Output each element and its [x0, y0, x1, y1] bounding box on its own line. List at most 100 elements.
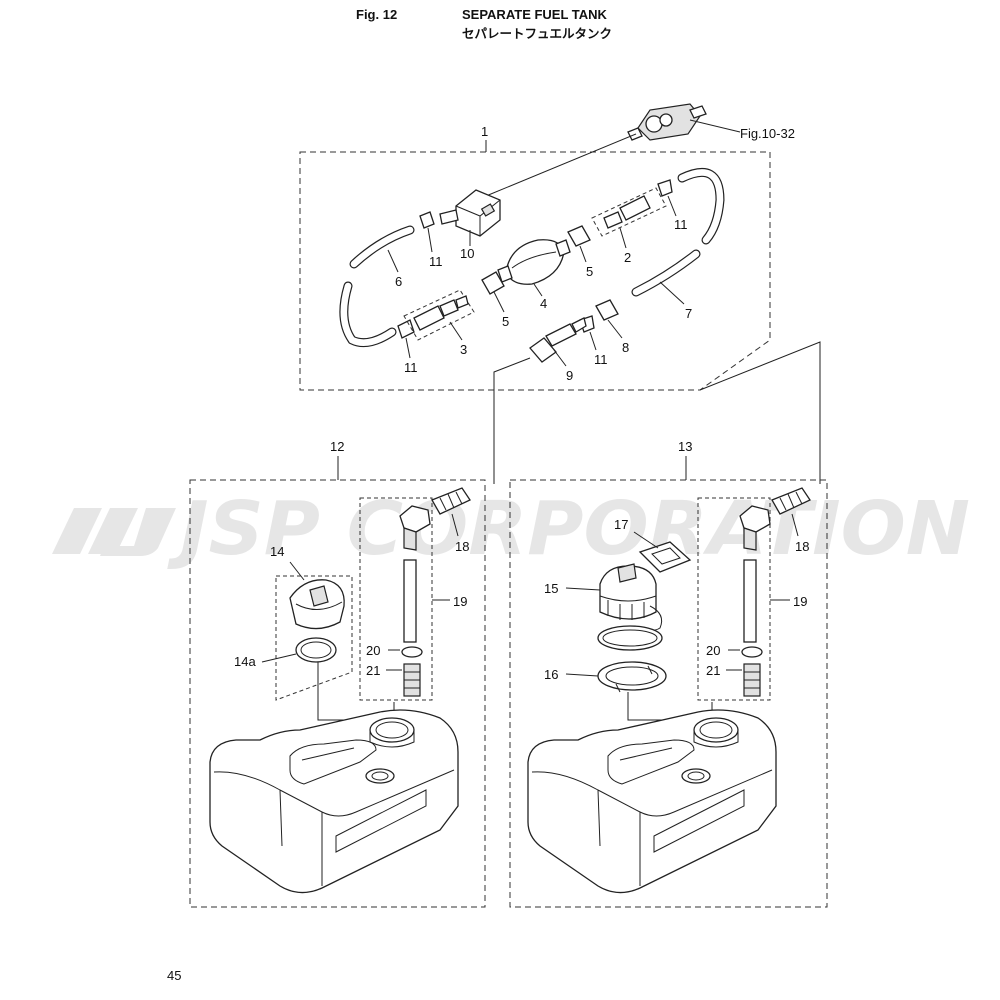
callout-16: 16 [544, 667, 558, 682]
assembly-1-dashed-boundary [299, 151, 771, 391]
leader-16 [565, 673, 599, 677]
leader-14 [289, 561, 305, 581]
callout-11-c: 11 [674, 217, 688, 232]
pickup-12-dashed-boundary [359, 497, 433, 701]
callout-1: 1 [481, 124, 488, 139]
callout-11-a: 11 [429, 254, 443, 269]
tank-13-dashed-boundary [509, 479, 828, 908]
leader-11-a [427, 227, 433, 253]
tank-12-dashed-boundary [189, 479, 486, 908]
callout-8: 8 [622, 340, 629, 355]
callout-18-13: 18 [795, 539, 809, 554]
pickup-13-dashed-boundary [697, 497, 771, 701]
callout-11-d: 11 [594, 352, 608, 367]
ring-8 [595, 299, 619, 321]
retaining-ring-16 [597, 661, 667, 693]
clamp-11-a [419, 211, 435, 229]
watermark-text: JSP CORPORATION [167, 486, 970, 572]
ring-5-right [567, 225, 591, 247]
watermark-logo: JSP CORPORATION [52, 486, 970, 572]
leader-5-right [579, 245, 587, 263]
fuel-connector-18-12 [431, 487, 471, 515]
callout-21-13: 21 [706, 663, 720, 678]
leader-11-b [405, 337, 411, 359]
callout-21-12: 21 [366, 663, 380, 678]
filler-cap-14 [289, 579, 345, 630]
leader-7 [659, 281, 685, 305]
leader-9 [553, 349, 567, 367]
gasket-20-12 [401, 646, 423, 658]
gasket-sheet-17 [638, 541, 692, 573]
reference-fig-10-32: Fig.10-32 [740, 126, 795, 141]
callout-12: 12 [330, 439, 344, 454]
leader-4 [533, 283, 543, 297]
filter-21-13 [743, 663, 761, 697]
fuel-elbow-18-13 [739, 505, 771, 551]
fuel-tank-12-group: 12 14 14a 1 [189, 439, 486, 908]
leader-6 [387, 249, 399, 273]
callout-19-12: 19 [453, 594, 467, 609]
vented-cap-15 [599, 563, 663, 632]
leader-14a [261, 653, 297, 663]
fuel-tank-body-12 [209, 709, 459, 894]
leader-fig-10-32 [689, 119, 741, 133]
leader-11-c [667, 195, 677, 217]
callout-7: 7 [685, 306, 692, 321]
primer-bulb-4 [497, 239, 571, 285]
callout-5-left: 5 [502, 314, 509, 329]
connector-10 [439, 189, 501, 237]
callout-20-12: 20 [366, 643, 380, 658]
connector-line-10-to-joint [485, 133, 637, 197]
hose-7 [631, 167, 725, 297]
title-english: SEPARATE FUEL TANK [462, 7, 607, 22]
callout-10: 10 [460, 246, 474, 261]
leader-18-13 [791, 513, 799, 537]
callout-4: 4 [540, 296, 547, 311]
leader-17 [633, 531, 659, 549]
leader-2 [619, 227, 627, 249]
callout-20-13: 20 [706, 643, 720, 658]
fuel-hose-assembly-group: 1 Fig.10-32 10 [299, 103, 821, 484]
callout-3: 3 [460, 342, 467, 357]
callout-5-right: 5 [586, 264, 593, 279]
callout-13: 13 [678, 439, 692, 454]
callout-6: 6 [395, 274, 402, 289]
leader-3 [449, 321, 463, 341]
title-japanese: セパレートフュエルタンク [462, 26, 613, 41]
callout-11-b: 11 [404, 360, 418, 375]
pickup-pipe-19-13 [743, 559, 757, 643]
leader-18-12 [451, 513, 459, 537]
fuel-tank-13-group: 13 17 15 [509, 439, 828, 908]
quick-connector-2 [591, 187, 667, 237]
callout-15: 15 [544, 581, 558, 596]
figure-label: Fig. 12 [356, 7, 398, 22]
connector-line-assembly-to-tank-13 [699, 341, 821, 484]
leader-11-d [589, 331, 597, 351]
filter-21-12 [403, 663, 421, 697]
callout-9: 9 [566, 368, 573, 383]
page-number: 45 [167, 968, 182, 983]
pickup-pipe-19-12 [403, 559, 417, 643]
leader-5-left [493, 291, 505, 313]
fuel-elbow-18-12 [399, 505, 431, 551]
ring-5-left [481, 271, 505, 295]
fuel-tank-body-13 [527, 709, 777, 894]
fuel-connector-18-13 [771, 487, 811, 515]
connector-line-9-to-tank-12 [493, 357, 531, 484]
callout-14a: 14a [234, 654, 256, 669]
clamp-11-c [657, 179, 673, 197]
gasket-20-13 [741, 646, 763, 658]
callout-18-12: 18 [455, 539, 469, 554]
leader-15 [565, 587, 601, 591]
callout-19-13: 19 [793, 594, 807, 609]
callout-17: 17 [614, 517, 628, 532]
clamp-11-b [397, 319, 415, 339]
quick-connector-3 [403, 289, 475, 341]
engine-fuel-joint [627, 103, 707, 141]
hose-6 [339, 225, 415, 348]
leader-8 [607, 319, 623, 339]
callout-14: 14 [270, 544, 284, 559]
callout-2: 2 [624, 250, 631, 265]
